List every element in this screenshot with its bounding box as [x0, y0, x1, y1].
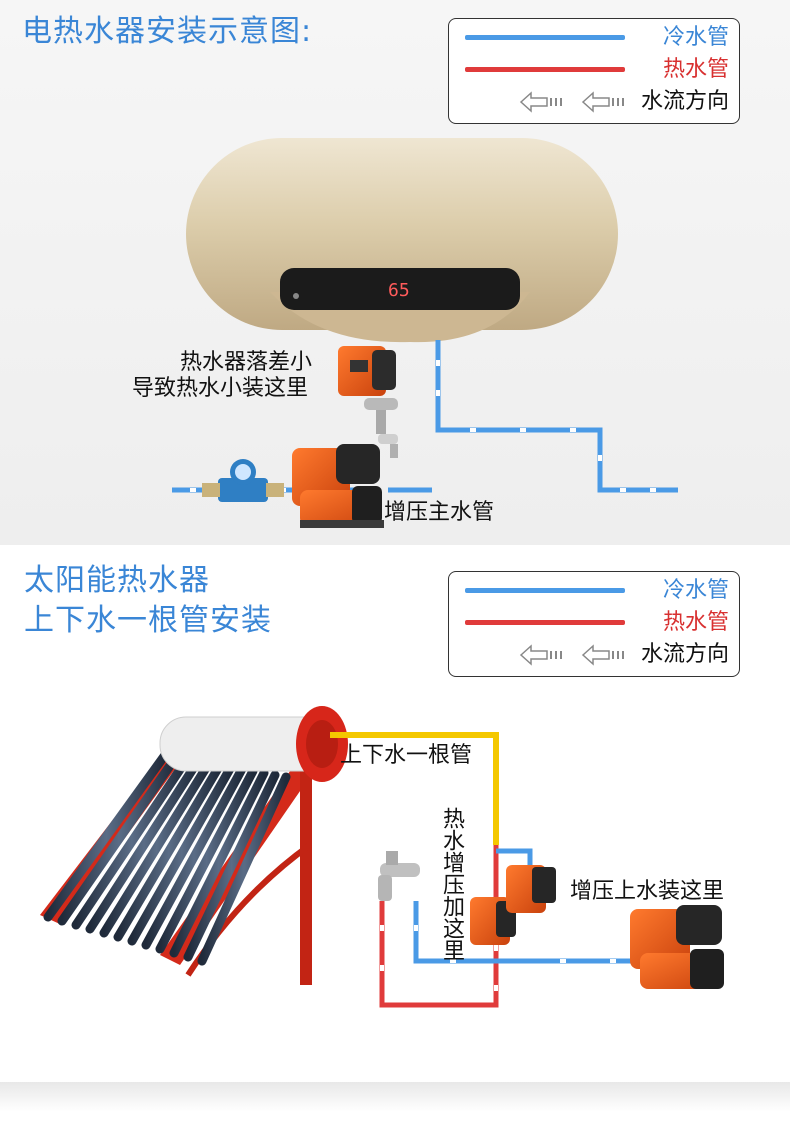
hot-pipe-swatch	[465, 620, 625, 625]
electric-heater-diagram: 65	[172, 138, 678, 528]
arrow-left-icon	[581, 644, 624, 666]
solar-heater-diagram	[40, 706, 724, 1008]
faucet-icon	[378, 851, 420, 901]
solar-heater-panel: 太阳能热水器 上下水一根管安装 冷水管 热水管 水流方向	[0, 545, 790, 1132]
hot-boost-label: 热水增压加这里	[439, 807, 464, 961]
arrow-left-icon	[519, 644, 562, 666]
faucet-icon	[364, 398, 398, 458]
main-pipe-label: 增压主水管	[384, 500, 495, 525]
pump-icon	[338, 346, 396, 396]
panel-title-line2: 上下水一根管安装	[24, 603, 272, 638]
cold-pipe-swatch	[465, 35, 625, 40]
cold-pipe-swatch	[465, 588, 625, 593]
legend-cold-label: 冷水管	[662, 578, 729, 603]
pump-icon	[506, 865, 556, 913]
outlet-note-line2: 导致热水小装这里	[132, 376, 309, 401]
panel-title-line1: 太阳能热水器	[24, 563, 210, 598]
single-pipe	[330, 732, 499, 845]
heater-display: 65	[388, 280, 410, 301]
legend-box: 冷水管 热水管 水流方向	[448, 571, 740, 677]
water-heater-icon: 65	[186, 138, 618, 343]
solar-heater-icon	[40, 706, 348, 985]
legend-box: 冷水管 热水管 水流方向	[448, 18, 740, 124]
legend-flow-label: 水流方向	[640, 89, 729, 114]
hot-pipe-swatch	[465, 67, 625, 72]
legend-cold-label: 冷水管	[662, 25, 729, 50]
panel-title: 电热水器安装示意图:	[22, 14, 313, 49]
footer-divider	[0, 1082, 790, 1132]
electric-heater-panel: 电热水器安装示意图: 冷水管 热水管 水流方向	[0, 0, 790, 545]
legend-hot-label: 热水管	[662, 610, 729, 635]
pump-icon	[292, 444, 384, 528]
arrow-left-icon	[581, 91, 624, 113]
legend-flow-label: 水流方向	[640, 642, 729, 667]
pump-icon	[630, 905, 724, 989]
single-pipe-label: 上下水一根管	[340, 743, 473, 768]
water-meter-icon	[202, 459, 284, 502]
legend-hot-label: 热水管	[662, 57, 729, 82]
inlet-boost-label: 增压上水装这里	[570, 879, 725, 904]
flow-markers	[380, 925, 616, 991]
outlet-note-line1: 热水器落差小	[180, 350, 313, 375]
arrow-left-icon	[519, 91, 562, 113]
